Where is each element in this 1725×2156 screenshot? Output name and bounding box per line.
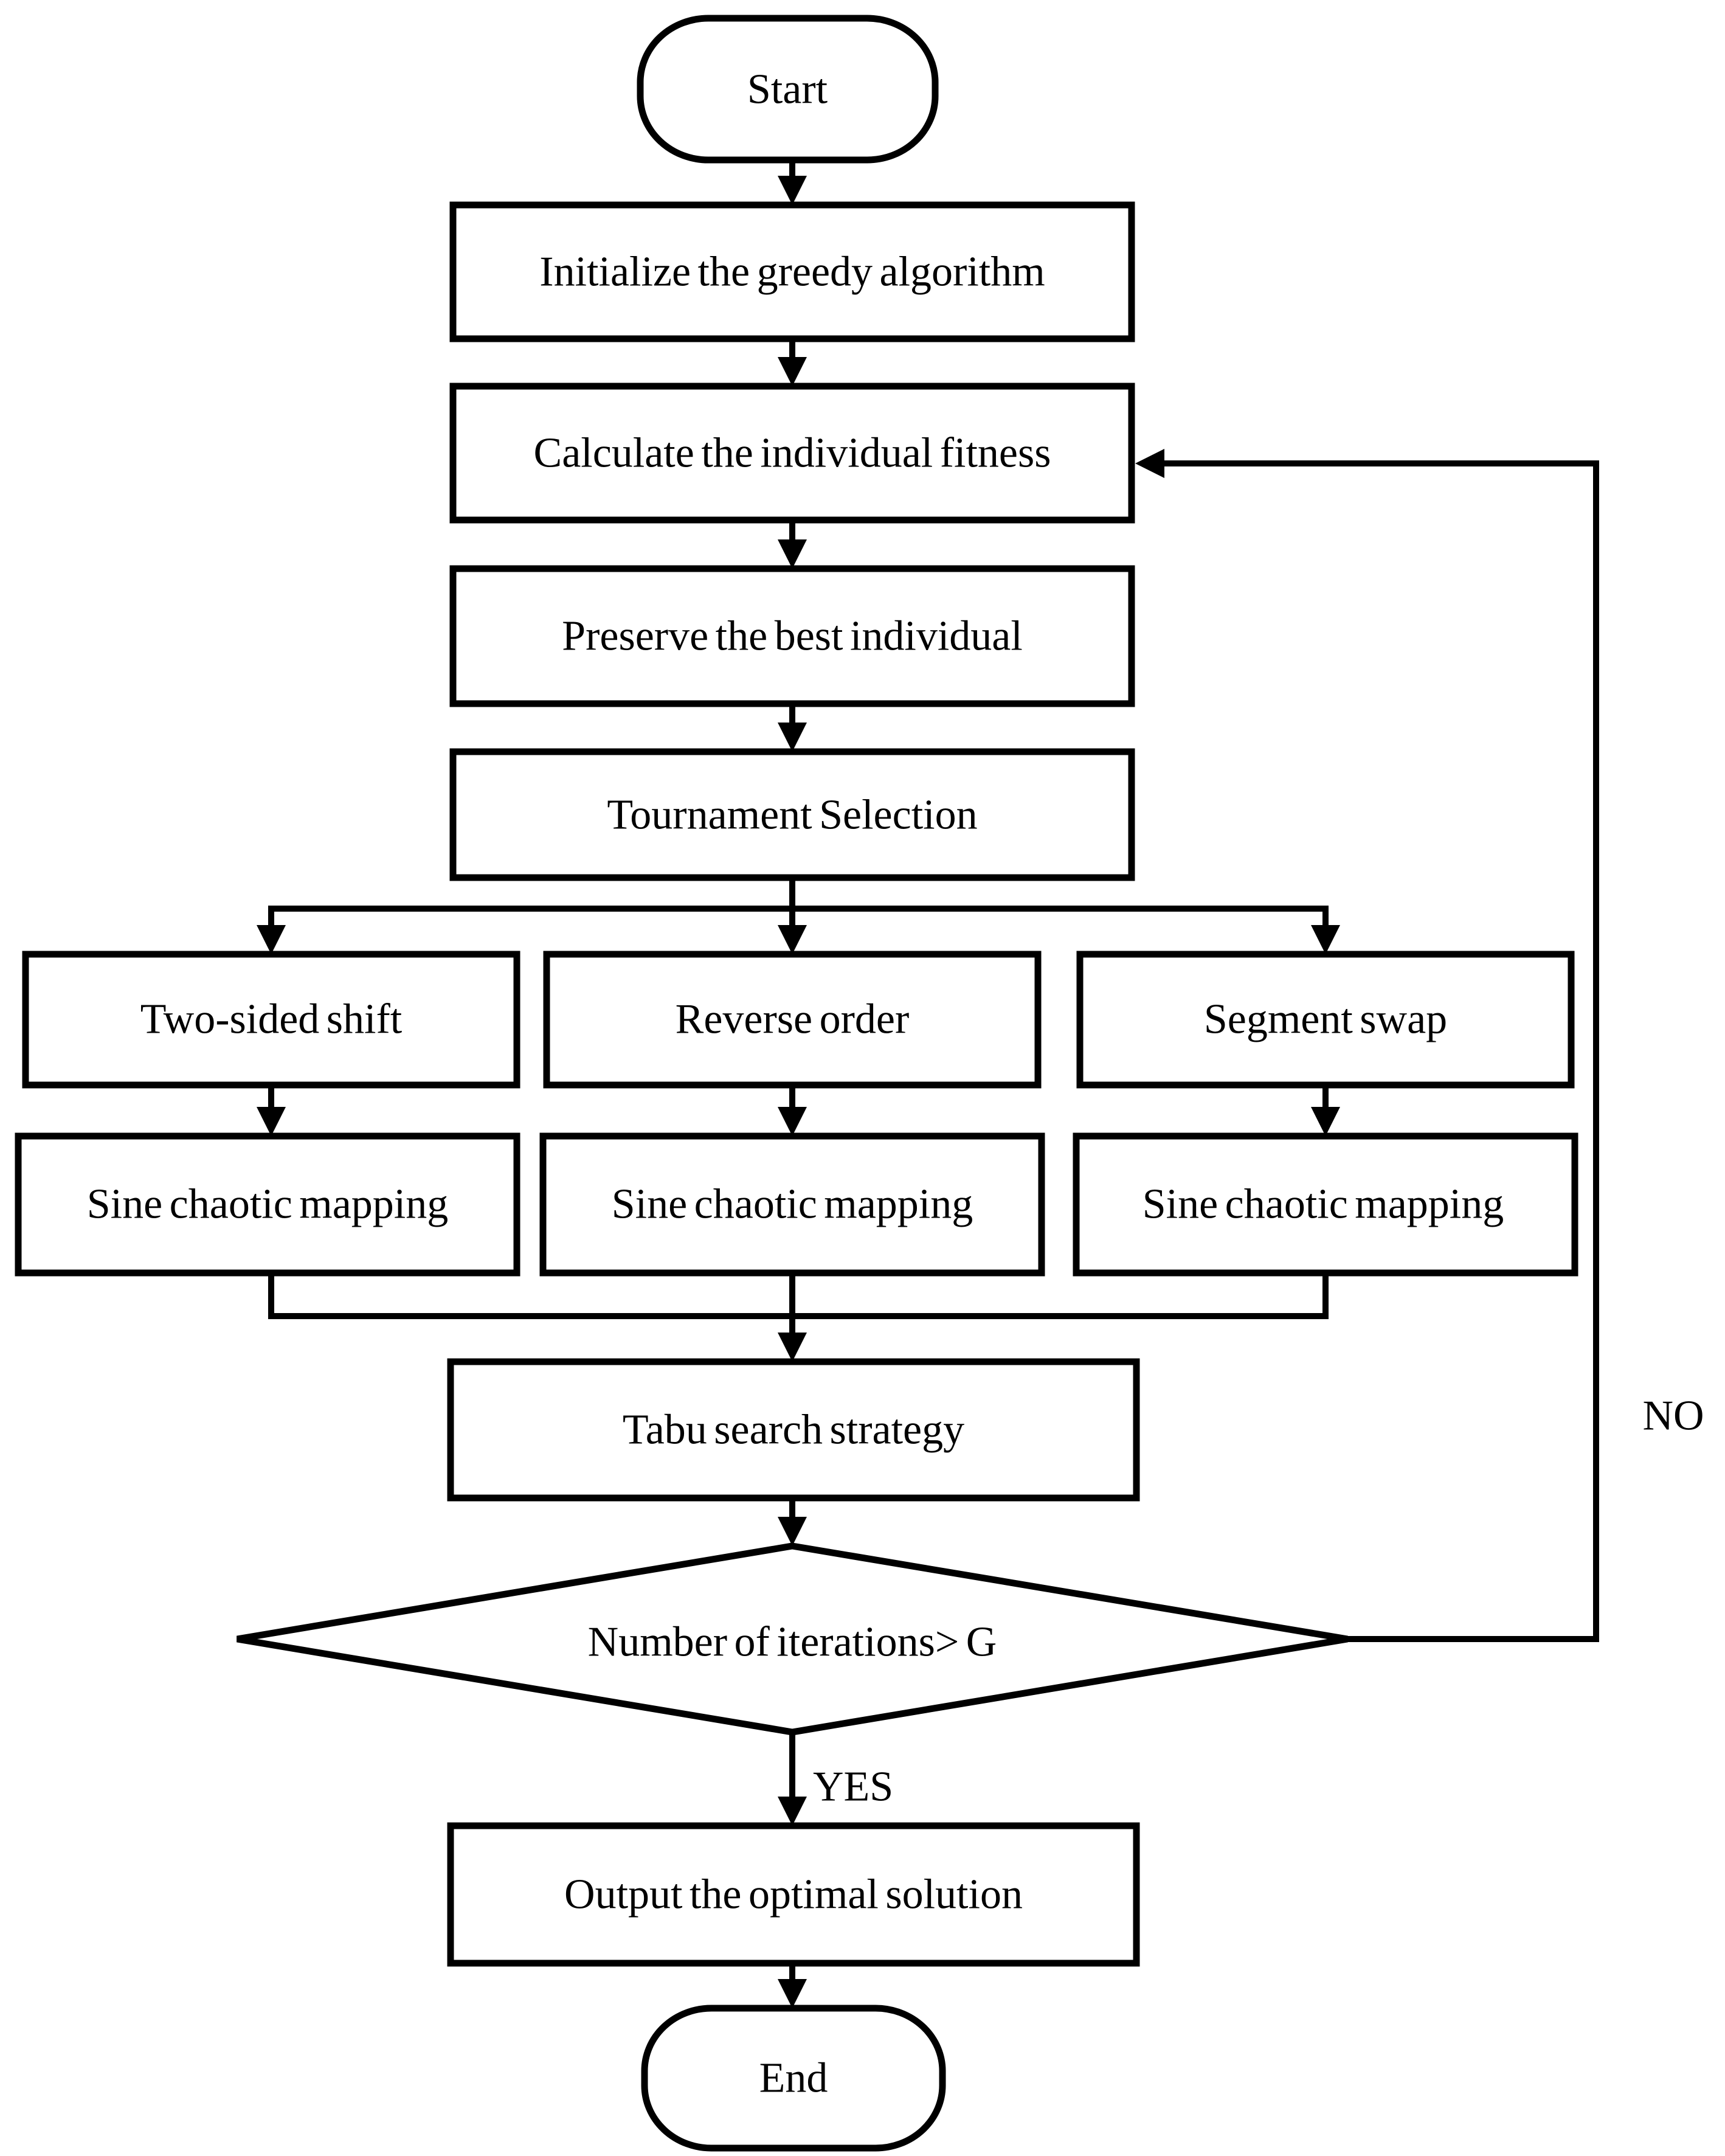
edge-tabu-decision: [778, 1498, 807, 1546]
edge-reverse-sine: [778, 1085, 807, 1136]
node-preserve: Preserve the best individual: [449, 565, 1135, 707]
node-start: Start: [637, 15, 939, 164]
node-tabu-search: Tabu search strategy: [447, 1358, 1140, 1502]
edge-sine-merge-tabu: [268, 1273, 1329, 1362]
node-iteration-check: Number of iterations> G: [237, 1542, 1348, 1736]
node-segment-swap-label: Segment swap: [1204, 996, 1447, 1043]
node-calculate-label: Calculate the individual fitness: [534, 430, 1051, 477]
node-two-sided-shift-label: Two-sided shift: [140, 996, 403, 1043]
node-tabu-search-label: Tabu search strategy: [623, 1407, 964, 1454]
edge-label-yes: YES: [813, 1764, 893, 1811]
edge-label-no: NO: [1642, 1393, 1704, 1440]
node-tournament: Tournament Selection: [449, 748, 1135, 881]
edge-decision-output-yes: [778, 1732, 807, 1826]
edge-calculate-preserve: [778, 520, 807, 569]
edge-tournament-split: [257, 878, 1340, 954]
node-output-label: Output the optimal solution: [564, 1871, 1023, 1918]
edge-segment-sine: [1311, 1085, 1340, 1136]
node-iteration-check-label: Number of iterations> G: [588, 1619, 997, 1666]
node-end: End: [641, 2005, 946, 2152]
node-initialize-label: Initialize the greedy algorithm: [539, 249, 1045, 296]
node-calculate: Calculate the individual fitness: [449, 383, 1135, 524]
node-output: Output the optimal solution: [447, 1822, 1140, 1967]
edge-decision-calculate-no: [1135, 449, 1599, 1642]
node-sine-chaotic-3: Sine chaotic mapping: [1073, 1132, 1578, 1277]
node-two-sided-shift: Two-sided shift: [22, 951, 520, 1089]
node-end-label: End: [759, 2055, 828, 2102]
node-sine-chaotic-2: Sine chaotic mapping: [539, 1132, 1045, 1277]
edge-preserve-tournament: [778, 704, 807, 752]
node-sine-chaotic-1-label: Sine chaotic mapping: [87, 1181, 449, 1228]
node-sine-chaotic-3-label: Sine chaotic mapping: [1143, 1181, 1504, 1228]
edge-output-end: [778, 1963, 807, 2008]
node-preserve-label: Preserve the best individual: [562, 613, 1023, 660]
edge-initialize-calculate: [778, 339, 807, 386]
node-tournament-label: Tournament Selection: [607, 792, 977, 839]
node-sine-chaotic-1: Sine chaotic mapping: [15, 1132, 520, 1277]
node-sine-chaotic-2-label: Sine chaotic mapping: [612, 1181, 973, 1228]
node-start-label: Start: [747, 66, 828, 113]
node-reverse-order-label: Reverse order: [676, 996, 910, 1043]
edge-two-sided-sine: [257, 1085, 286, 1136]
node-reverse-order: Reverse order: [543, 951, 1042, 1089]
edge-start-initialize: [778, 160, 807, 205]
node-initialize: Initialize the greedy algorithm: [449, 201, 1135, 342]
node-segment-swap: Segment swap: [1076, 951, 1575, 1089]
